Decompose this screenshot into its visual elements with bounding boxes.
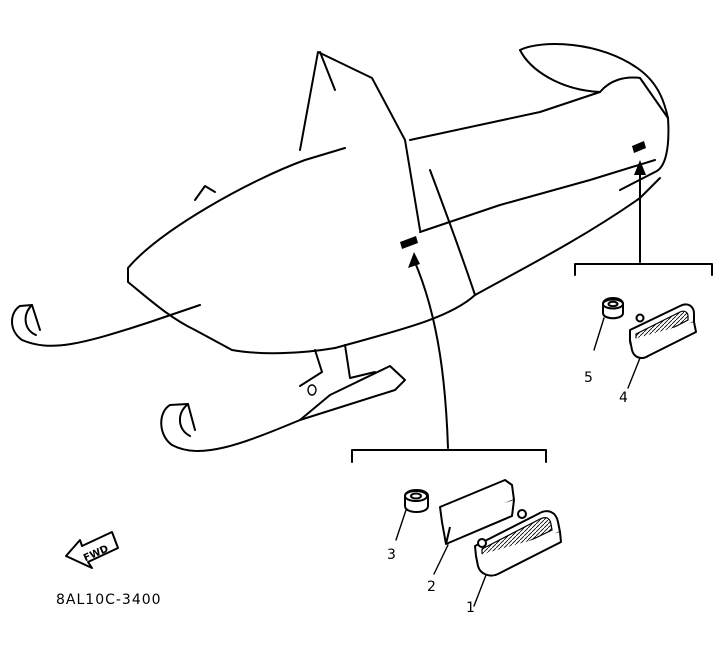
grommet-part-5 bbox=[602, 297, 624, 320]
callout-2: 2 bbox=[427, 579, 436, 595]
callout-1: 1 bbox=[466, 600, 475, 616]
bracket-rear-group bbox=[574, 263, 713, 276]
drawing-code: 8AL10C-3400 bbox=[56, 592, 162, 608]
leader-line-5 bbox=[593, 317, 605, 351]
ski-left bbox=[11, 304, 201, 347]
ski-right bbox=[160, 365, 406, 452]
leader-line-4 bbox=[627, 357, 641, 389]
callout-4: 4 bbox=[619, 390, 628, 406]
fwd-arrow-icon: FWD bbox=[65, 531, 119, 569]
callout-3: 3 bbox=[387, 547, 396, 563]
leader-arrow-front bbox=[408, 252, 449, 449]
snowmobile-illustration bbox=[127, 43, 670, 396]
grommet-part-3 bbox=[404, 489, 429, 513]
reflector-part-1 bbox=[474, 509, 562, 577]
gasket-part-2 bbox=[439, 479, 515, 545]
leader-line-3 bbox=[395, 509, 407, 541]
bracket-front-group bbox=[351, 449, 547, 463]
leader-arrow-rear bbox=[634, 160, 646, 263]
reflector-part-4 bbox=[629, 303, 697, 359]
leader-line-1 bbox=[473, 574, 487, 607]
callout-5: 5 bbox=[584, 370, 593, 386]
leader-line-2 bbox=[433, 544, 449, 575]
